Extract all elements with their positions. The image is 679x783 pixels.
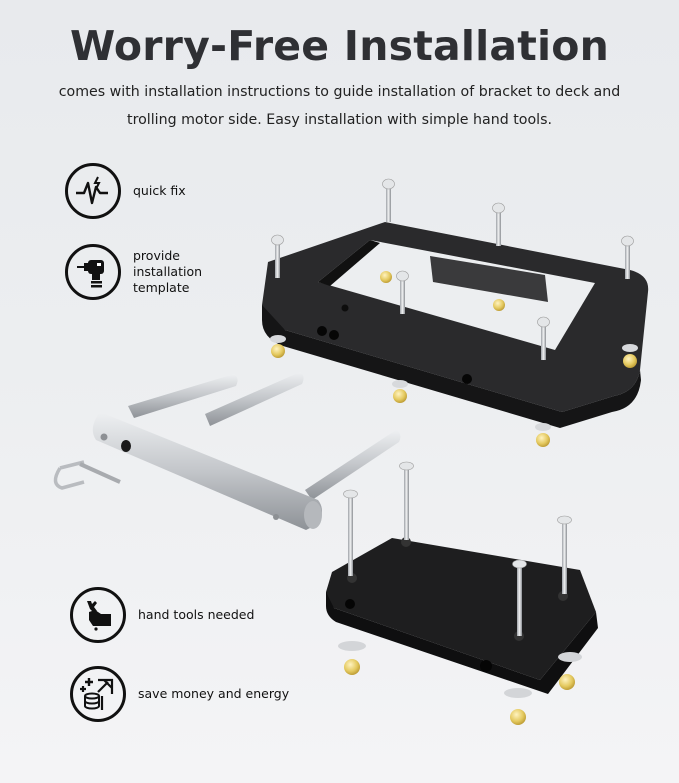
page-subtitle: comes with installation instructions to … <box>0 78 679 134</box>
frame-bracket <box>262 222 649 428</box>
feature-label: quick fix <box>133 183 186 198</box>
heartbeat-lightning-icon <box>76 176 108 205</box>
screws-upper <box>271 178 634 360</box>
subtitle-line-2: trolling motor side. Easy installation w… <box>127 112 552 128</box>
feature-label: save money and energy <box>138 686 290 701</box>
feature-icon-circle <box>65 163 121 219</box>
feature-label-line: template <box>133 280 190 295</box>
d-shackle <box>53 460 121 490</box>
t-pin <box>92 372 401 530</box>
nuts-lower <box>338 641 582 725</box>
feature-label-line: installation <box>133 264 203 279</box>
feature-installation-template: provide installation template <box>65 244 202 300</box>
hand-wrench-icon <box>87 601 111 631</box>
feature-save-money: save money and energy <box>70 666 289 722</box>
coins-growth-icon <box>80 678 114 710</box>
feature-icon-circle <box>65 244 121 300</box>
power-drill-icon <box>77 260 104 288</box>
feature-label-line: provide <box>133 248 180 263</box>
screws-lower <box>343 461 572 636</box>
feature-hand-tools: hand tools needed <box>70 587 254 643</box>
nuts-upper <box>270 271 638 447</box>
feature-label: hand tools needed <box>138 607 255 622</box>
base-bracket <box>326 537 598 694</box>
feature-icon-circle <box>70 587 126 643</box>
subtitle-line-1: comes with installation instructions to … <box>58 84 621 100</box>
feature-quick-fix: quick fix <box>65 163 186 219</box>
page-title: Worry-Free Installation <box>69 22 610 70</box>
feature-icon-circle <box>70 666 126 722</box>
